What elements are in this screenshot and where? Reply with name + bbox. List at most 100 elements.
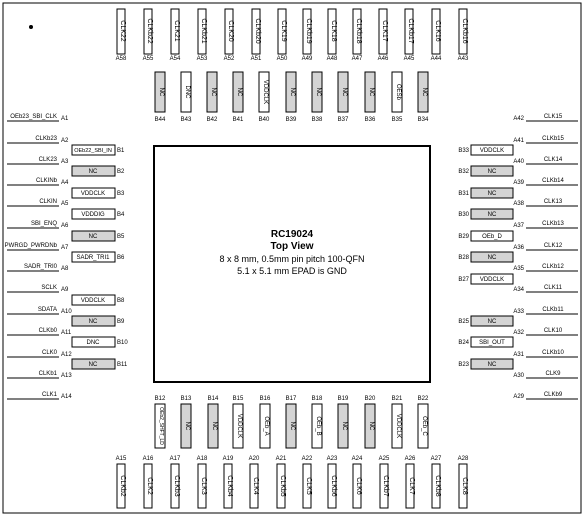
pin-name-b27: VDDCLK bbox=[480, 277, 504, 283]
pin-number-b8: B8 bbox=[117, 298, 125, 304]
pin-number-b35: B35 bbox=[392, 117, 403, 123]
pin-pad-b13 bbox=[180, 403, 192, 449]
pin-number-b20: B20 bbox=[365, 396, 376, 402]
pin-name-a18: CLK3 bbox=[200, 477, 207, 495]
pin-number-b18: B18 bbox=[312, 396, 323, 402]
pin-name-a21: CLKb5 bbox=[279, 475, 286, 497]
pin-name-b23: NC bbox=[488, 362, 497, 368]
pin-name-a35: CLKb12 bbox=[542, 264, 564, 270]
pin-number-a20: A20 bbox=[249, 456, 260, 462]
pin-number-a6: A6 bbox=[61, 223, 69, 229]
pin-pad-a48 bbox=[327, 8, 337, 55]
pin-pad-b23 bbox=[470, 358, 514, 370]
pin-number-b9: B9 bbox=[117, 319, 125, 325]
pin-name-b31: NC bbox=[488, 191, 497, 197]
pin-name-b34: NC bbox=[421, 88, 427, 97]
pin-number-b3: B3 bbox=[117, 191, 125, 197]
pin-pad-a50 bbox=[277, 8, 287, 55]
pin-name-a52: CLK20 bbox=[227, 20, 234, 42]
pin-pad-b44 bbox=[154, 71, 166, 113]
pin-number-b17: B17 bbox=[286, 396, 297, 402]
pin-number-a41: A41 bbox=[513, 138, 524, 144]
pin-pad-b36 bbox=[364, 71, 376, 113]
pin-pad-b12 bbox=[154, 403, 166, 449]
pin-number-a24: A24 bbox=[352, 456, 363, 462]
pin-name-a29: CLKb9 bbox=[544, 392, 563, 398]
pin-name-b22: OEb_C bbox=[421, 416, 427, 436]
pin-number-a5: A5 bbox=[61, 201, 69, 207]
pin-pad-b40 bbox=[258, 71, 270, 113]
pin-name-a9: SCLK bbox=[41, 285, 57, 291]
pin-name-a43: CLKb16 bbox=[461, 18, 468, 43]
pin-name-a27: CLKb8 bbox=[434, 475, 441, 497]
pin-pad-a27 bbox=[431, 463, 441, 509]
pin-pad-b11 bbox=[71, 358, 116, 370]
pin-number-a36: A36 bbox=[513, 245, 524, 251]
pin-pad-b30 bbox=[470, 208, 514, 220]
pin-number-b33: B33 bbox=[458, 148, 469, 154]
pin-number-b28: B28 bbox=[458, 255, 469, 261]
pin-pad-a52 bbox=[224, 8, 234, 55]
pin-number-a54: A54 bbox=[170, 56, 181, 62]
pin-number-a7: A7 bbox=[61, 245, 69, 251]
pin-number-a3: A3 bbox=[61, 159, 69, 165]
pin-pad-b31 bbox=[470, 187, 514, 199]
pin-number-a10: A10 bbox=[61, 309, 72, 315]
pin-name-a8: SADR_TRI0 bbox=[24, 264, 58, 270]
pin-pad-b29 bbox=[470, 230, 514, 242]
pin-pad-b22 bbox=[417, 403, 429, 449]
pin-name-b10: DNC bbox=[87, 340, 101, 346]
pin-pad-b27 bbox=[470, 273, 514, 285]
pin-number-b39: B39 bbox=[286, 117, 297, 123]
pin-name-b28: NC bbox=[488, 255, 497, 261]
pin-pad-b34 bbox=[417, 71, 429, 113]
pin-name-a4: CLKINb bbox=[36, 178, 58, 184]
pin-name-a44: CLK16 bbox=[434, 20, 441, 42]
pin-number-a2: A2 bbox=[61, 138, 69, 144]
pin-name-a25: CLKb7 bbox=[382, 475, 389, 497]
pin-pad-b43 bbox=[180, 71, 192, 113]
pin-number-a31: A31 bbox=[513, 352, 524, 358]
pin-name-b8: VDDCLK bbox=[81, 298, 105, 304]
pin-pad-b41 bbox=[232, 71, 244, 113]
pin-number-a34: A34 bbox=[513, 287, 524, 293]
pin-name-a20: CLK4 bbox=[252, 477, 259, 495]
pin-name-b3: VDDCLK bbox=[81, 191, 105, 197]
pin-number-a28: A28 bbox=[458, 456, 469, 462]
pin-name-a41: CLKb15 bbox=[542, 136, 564, 142]
pin-number-a30: A30 bbox=[513, 373, 524, 379]
pin-pad-b20 bbox=[364, 403, 376, 449]
pin-number-a39: A39 bbox=[513, 180, 524, 186]
pin-pad-b42 bbox=[206, 71, 218, 113]
pin-pad-b5 bbox=[71, 230, 116, 242]
pin-pad-b6 bbox=[71, 251, 116, 263]
pin-name-a10: SDATA bbox=[38, 307, 57, 313]
pin-name-a48: CLK18 bbox=[330, 20, 337, 42]
pin-name-b33: VDDCLK bbox=[480, 148, 504, 154]
pin-number-a15: A15 bbox=[116, 456, 127, 462]
pin-pad-a49 bbox=[302, 8, 312, 55]
pin-pad-a43 bbox=[458, 8, 468, 55]
pin-name-a37: CLKb13 bbox=[542, 221, 564, 227]
pin-number-b10: B10 bbox=[117, 340, 128, 346]
pin-name-a7: PWRGD_PWRDNb bbox=[5, 243, 58, 249]
pin-name-b36: NC bbox=[368, 88, 374, 97]
pin-name-a28: CLK8 bbox=[461, 477, 468, 495]
pin-number-a17: A17 bbox=[170, 456, 181, 462]
pin-pad-a28 bbox=[458, 463, 468, 509]
pins-layer: CLK22A58CLKb22A55CLK21A54CLKb21A53CLK20A… bbox=[5, 8, 578, 509]
package-description: 8 x 8 mm, 0.5mm pin pitch 100-QFN bbox=[219, 254, 364, 264]
pin-number-b31: B31 bbox=[458, 191, 469, 197]
pin-pad-a45 bbox=[404, 8, 414, 55]
pin-number-b14: B14 bbox=[208, 396, 219, 402]
pin-number-a47: A47 bbox=[352, 56, 363, 62]
pin-number-a53: A53 bbox=[197, 56, 208, 62]
pin-name-b40: VDDCLK bbox=[262, 80, 268, 104]
pin-name-b44: NC bbox=[158, 88, 164, 97]
pin-pad-b1 bbox=[71, 144, 116, 156]
pin-name-b21: VDDCLK bbox=[395, 414, 401, 438]
pin-number-a32: A32 bbox=[513, 330, 524, 336]
pin-pad-b3 bbox=[71, 187, 116, 199]
pin-name-a5: CLKIN bbox=[39, 199, 57, 205]
